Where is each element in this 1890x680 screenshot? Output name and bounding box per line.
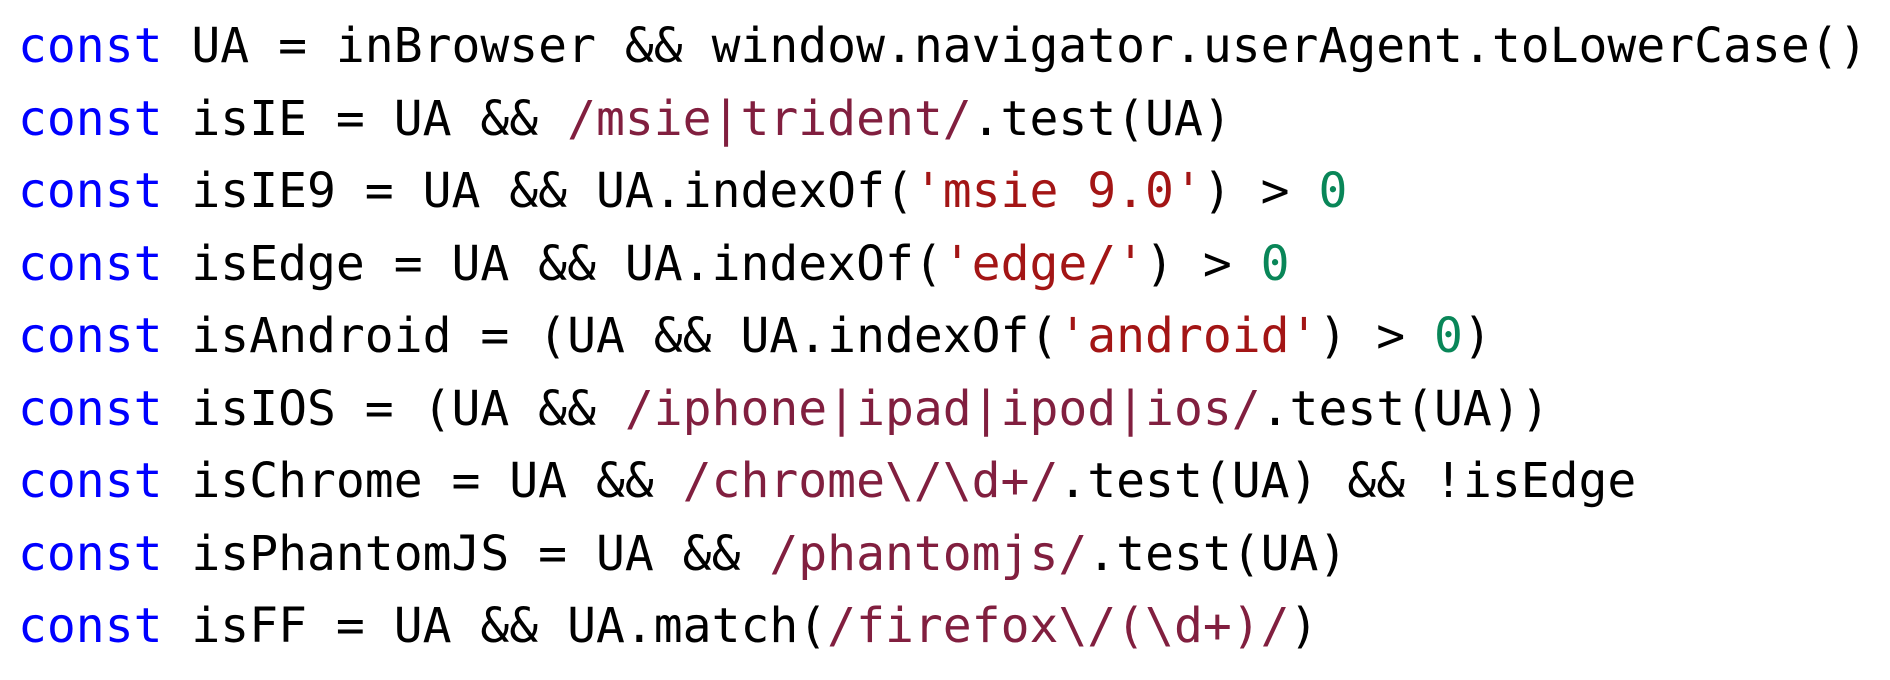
code-line: const isPhantomJS = UA && /phantomjs/.te…	[18, 518, 1868, 591]
number-literal-token: 0	[1260, 235, 1290, 292]
code-line: const isAndroid = (UA && UA.indexOf('and…	[18, 300, 1868, 373]
code-text-token: ) >	[1318, 308, 1435, 364]
code-text-token: .test(UA) && !isEdge	[1058, 453, 1637, 509]
string-literal-token: 'edge/'	[942, 235, 1146, 292]
code-text-token: isEdge = UA && UA.indexOf(	[162, 235, 943, 292]
code-text-token: )	[1289, 598, 1319, 654]
code-line: const isIE = UA && /msie|trident/.test(U…	[18, 83, 1868, 156]
code-text-token: isFF = UA && UA.match(	[162, 598, 828, 654]
keyword-token: const	[18, 18, 163, 74]
code-line: const isEdge = UA && UA.indexOf('edge/')…	[18, 228, 1868, 301]
keyword-token: const	[18, 380, 163, 437]
code-text-token: ) >	[1202, 163, 1319, 219]
string-literal-token: 'android'	[1058, 308, 1319, 364]
code-text-token: .test(UA)	[971, 90, 1232, 147]
regex-literal-token: /msie|trident/	[567, 90, 972, 147]
number-literal-token: 0	[1318, 163, 1348, 219]
keyword-token: const	[18, 235, 163, 292]
code-text-token: )	[1462, 308, 1492, 364]
code-line: const isIOS = (UA && /iphone|ipad|ipod|i…	[18, 373, 1868, 446]
code-text-token: isChrome = UA &&	[162, 453, 683, 509]
code-text-token: .test(UA)	[1087, 525, 1348, 582]
code-text-token: .test(UA))	[1260, 380, 1550, 437]
code-text-token: ) >	[1145, 235, 1261, 292]
code-text-token: isIOS = (UA &&	[162, 380, 625, 437]
code-line: const isFF = UA && UA.match(/firefox\/(\…	[18, 590, 1868, 663]
code-block: const UA = inBrowser && window.navigator…	[18, 10, 1868, 663]
code-line: const isChrome = UA && /chrome\/\d+/.tes…	[18, 445, 1868, 518]
keyword-token: const	[18, 308, 163, 364]
keyword-token: const	[18, 525, 163, 582]
code-text-token: isIE = UA &&	[162, 90, 568, 147]
keyword-token: const	[18, 598, 163, 654]
regex-literal-token: /chrome\/\d+/	[682, 453, 1059, 509]
code-text-token: isPhantomJS = UA &&	[162, 525, 770, 582]
number-literal-token: 0	[1434, 308, 1463, 364]
keyword-token: const	[18, 453, 163, 509]
code-text-token: UA = inBrowser && window.navigator.userA…	[162, 18, 1868, 74]
code-text-token: isAndroid = (UA && UA.indexOf(	[162, 308, 1059, 364]
code-line: const UA = inBrowser && window.navigator…	[18, 10, 1868, 83]
code-line: const isIE9 = UA && UA.indexOf('msie 9.0…	[18, 155, 1868, 228]
regex-literal-token: /iphone|ipad|ipod|ios/	[624, 380, 1261, 437]
regex-literal-token: /firefox\/(\d+)/	[827, 598, 1290, 654]
string-literal-token: 'msie 9.0'	[913, 163, 1203, 219]
code-text-token: isIE9 = UA && UA.indexOf(	[162, 163, 914, 219]
keyword-token: const	[18, 90, 163, 147]
regex-literal-token: /phantomjs/	[769, 525, 1088, 582]
keyword-token: const	[18, 163, 163, 219]
